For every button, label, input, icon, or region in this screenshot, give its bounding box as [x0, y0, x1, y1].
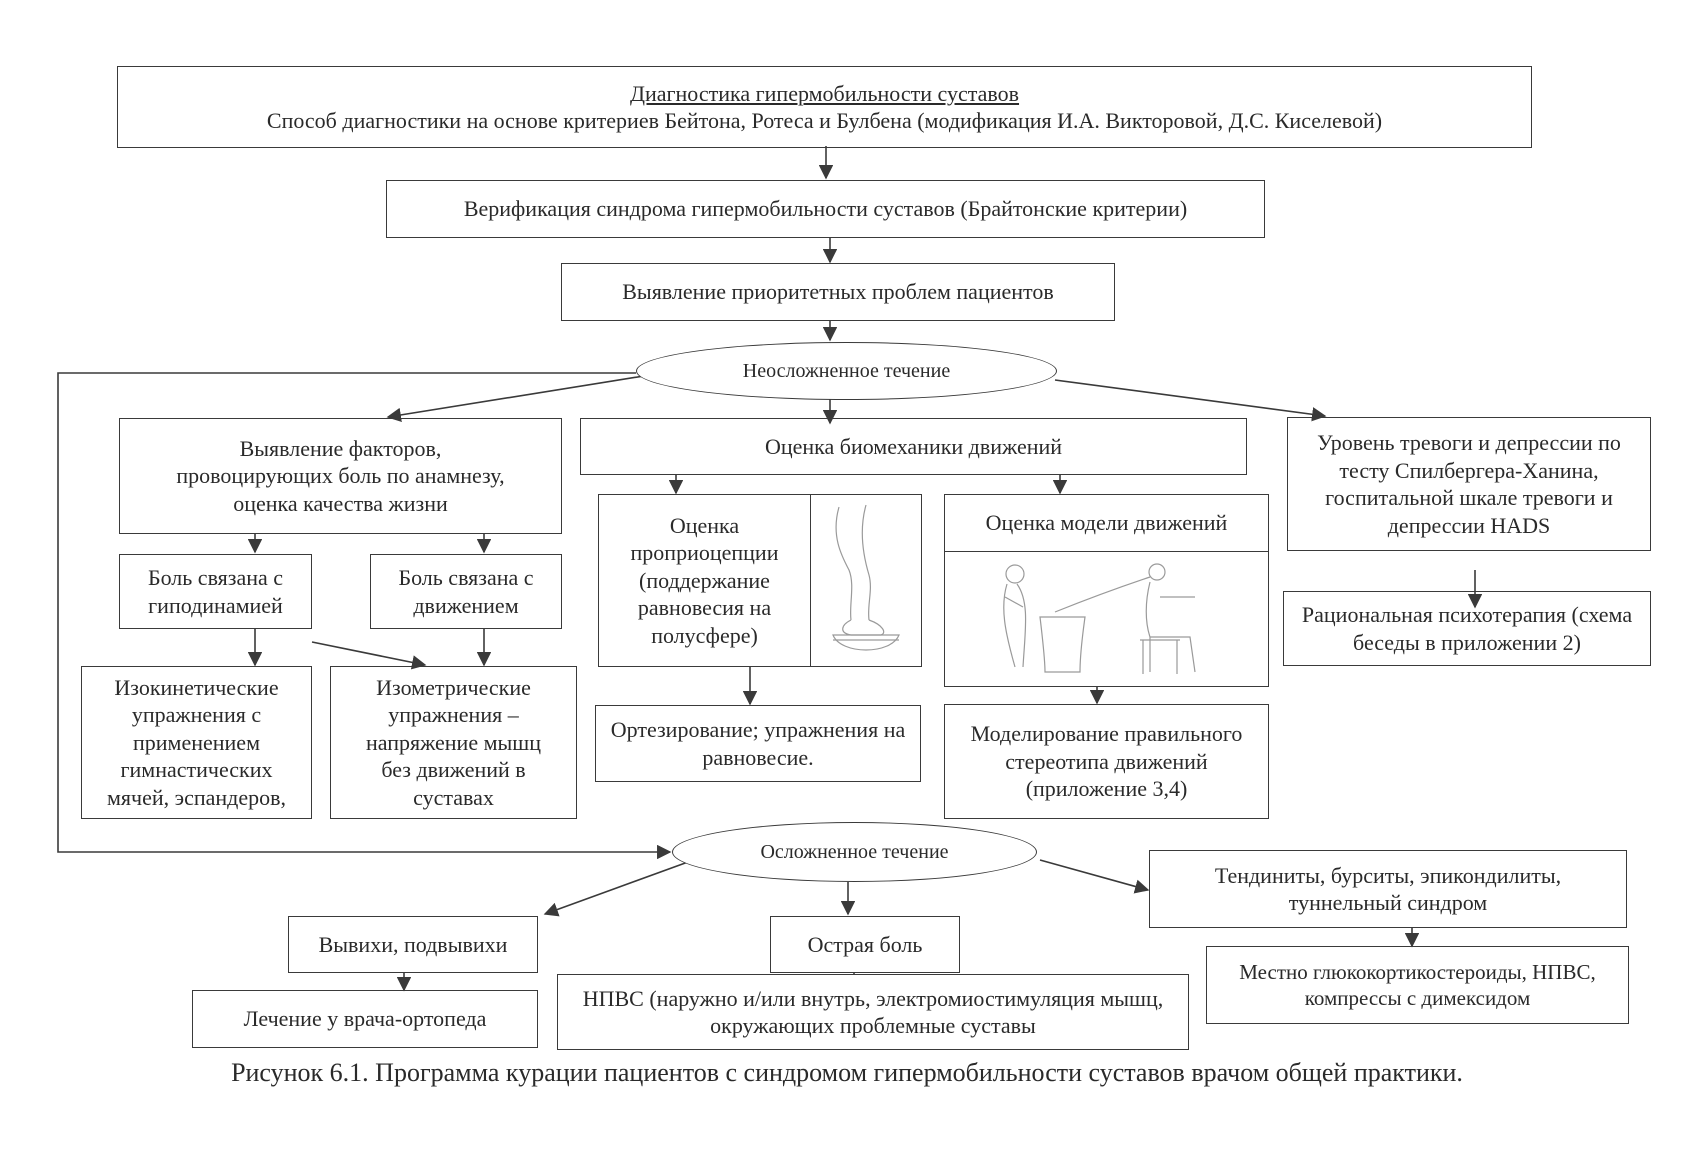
- line-uncomplicated-to-complicated: [57, 372, 672, 860]
- movement-model-title: Оценка модели движений: [945, 495, 1268, 552]
- arrow-hypodynamia-to-isometric: [311, 641, 427, 670]
- movement-model-box: Оценка модели движений: [944, 494, 1269, 687]
- pain-hypodynamia-box: Боль связана с гиподинамией: [119, 554, 312, 629]
- psychotherapy-box: Рациональная психотерапия (схема беседы …: [1283, 591, 1651, 666]
- acute-pain-box: Острая боль: [770, 916, 960, 973]
- posture-sketch-image: [945, 552, 1268, 686]
- diagnostics-box: Диагностика гипермобильности суставов Сп…: [117, 66, 1532, 148]
- isokinetic-exercises-box: Изокинетические упражнения с применением…: [81, 666, 312, 819]
- verification-box: Верификация синдрома гипермобильности су…: [386, 180, 1265, 238]
- figure-caption: Рисунок 6.1. Программа курации пациентов…: [231, 1058, 1463, 1087]
- leg-on-hemisphere-icon: [832, 504, 900, 651]
- tendinitis-box: Тендиниты, бурситы, эпикондилиты, туннел…: [1149, 850, 1627, 928]
- uncomplicated-course-ellipse: Неосложненное течение: [636, 342, 1057, 400]
- pain-factors-box: Выявление факторов, провоцирующих боль п…: [119, 418, 562, 534]
- pain-movement-box: Боль связана с движением: [370, 554, 562, 629]
- isometric-exercises-box: Изометрические упражнения – напряжение м…: [330, 666, 577, 819]
- orthosis-box: Ортезирование; упражнения на равновесие.: [595, 705, 921, 782]
- balance-sketch-image: [811, 495, 921, 666]
- arrow-complicated-to-dislocations: [543, 861, 689, 917]
- arrow-uncomplicated-to-anxiety: [1054, 379, 1327, 422]
- proprioception-text: Оценка проприоцепции (поддержание равнов…: [599, 495, 811, 666]
- biomechanics-box: Оценка биомеханики движений: [580, 418, 1247, 475]
- arrow-complicated-to-tendinitis: [1039, 859, 1150, 894]
- proprioception-box: Оценка проприоцепции (поддержание равнов…: [598, 494, 922, 667]
- dislocations-box: Вывихи, подвывихи: [288, 916, 538, 973]
- local-glucocorticoids-box: Местно глюкокортикостероиды, НПВС, компр…: [1206, 946, 1629, 1024]
- anxiety-depression-box: Уровень тревоги и депрессии по тесту Спи…: [1287, 417, 1651, 551]
- stereotype-modeling-box: Моделирование правильного стереотипа дви…: [944, 704, 1269, 819]
- orthopedist-box: Лечение у врача-ортопеда: [192, 990, 538, 1048]
- posture-figures-icon: [1003, 563, 1196, 674]
- priority-problems-box: Выявление приоритетных проблем пациентов: [561, 263, 1115, 321]
- diagnostics-method: Способ диагностики на основе критериев Б…: [266, 108, 1383, 133]
- complicated-course-ellipse: Осложненное течение: [672, 822, 1037, 882]
- nsaid-box: НПВС (наружно и/или внутрь, электромиост…: [557, 974, 1189, 1050]
- diagnostics-title: Диагностика гипермобильности суставов: [629, 80, 1020, 106]
- arrow-uncomplicated-to-factors: [386, 374, 651, 423]
